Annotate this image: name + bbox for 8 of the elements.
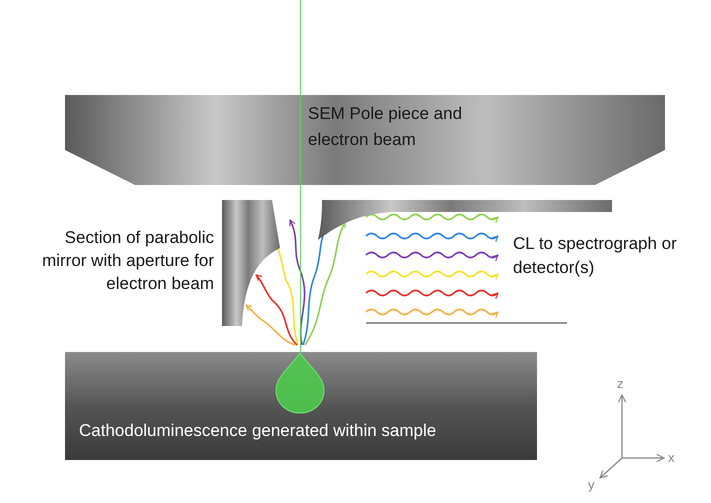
output-label: CL to spectrograph or detector(s) [513,233,678,279]
sample-block [65,352,537,460]
axis-label: y [588,477,594,492]
axis-label: z [617,376,624,391]
mirror-label: Section of parabolic mirror with aperture for electron beam [41,227,214,295]
sample-label: Cathodoluminescence generated within sample [79,420,436,442]
pole-piece-label: SEM Pole piece and electron beam [308,103,464,151]
axis-label: x [668,450,674,465]
